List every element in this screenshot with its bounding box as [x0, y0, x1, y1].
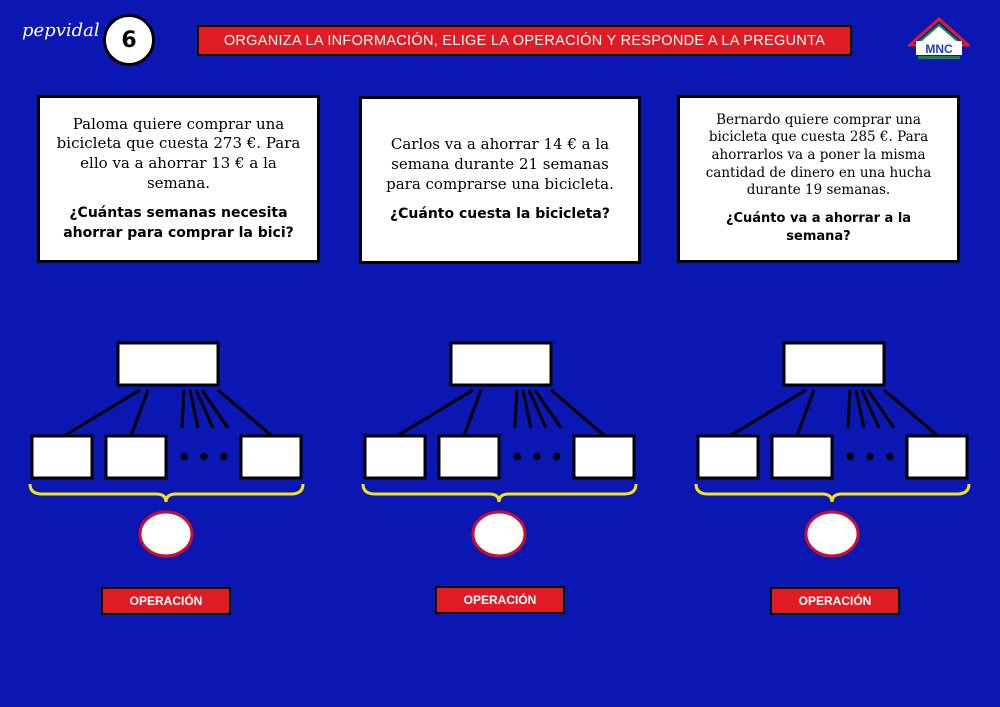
problem-card-2: Carlos va a ahorrar 14 € a la semana dur… [359, 96, 641, 264]
problem-text: Carlos va a ahorrar 14 € a la semana dur… [386, 135, 614, 194]
problem-text: Paloma quiere comprar una bicicleta que … [56, 114, 301, 193]
answer-oval-3[interactable] [804, 510, 860, 558]
connector-line [521, 389, 533, 429]
total-box-1[interactable] [116, 341, 220, 387]
connector-line [217, 388, 273, 438]
curly-brace [28, 483, 305, 503]
ellipsis: • • • [178, 445, 230, 469]
problem-question: ¿Cuántas semanas necesita ahorrar para c… [63, 205, 294, 241]
exercise-number-badge: 6 [103, 14, 155, 66]
ellipsis: • • • [844, 445, 896, 469]
problem-question: ¿Cuánto cuesta la bicicleta? [390, 206, 610, 223]
connector-line [854, 389, 866, 429]
connector-line [729, 388, 807, 438]
connector-line [513, 389, 519, 429]
part-box-2-1[interactable] [363, 434, 427, 480]
answer-oval-2[interactable] [471, 510, 527, 558]
connector-line [883, 388, 939, 438]
mnc-logo: MNC [908, 17, 970, 59]
part-box-2-last[interactable] [572, 434, 636, 480]
operation-label-3: OPERACIÓN [770, 587, 900, 615]
part-box-3-1[interactable] [696, 434, 760, 480]
connector-line [200, 389, 230, 429]
connector-line [527, 389, 548, 429]
problem-text: Bernardo quiere comprar una bicicleta qu… [705, 111, 932, 199]
answer-oval-1[interactable] [138, 510, 194, 558]
connector-line [846, 389, 852, 429]
problem-card-3: Bernardo quiere comprar una bicicleta qu… [677, 95, 960, 263]
connector-line [396, 388, 474, 438]
operation-label-2: OPERACIÓN [435, 586, 565, 614]
connector-line [795, 389, 816, 437]
problem-card-1: Paloma quiere comprar una bicicleta que … [37, 95, 320, 263]
connector-line [180, 389, 186, 429]
connector-line [860, 389, 881, 429]
connector-line [63, 388, 141, 438]
part-box-3-last[interactable] [905, 434, 969, 480]
connector-line [533, 389, 563, 429]
connector-line [188, 389, 200, 429]
part-box-1-1[interactable] [30, 434, 94, 480]
instructions-title: ORGANIZA LA INFORMACIÓN, ELIGE LA OPERAC… [197, 25, 852, 56]
part-box-2-2[interactable] [437, 434, 501, 480]
logo-text: MNC [925, 42, 953, 56]
problem-question: ¿Cuánto va a ahorrar a la semana? [725, 210, 912, 244]
ellipsis: • • • [511, 445, 563, 469]
operation-label-1: OPERACIÓN [101, 587, 231, 615]
curly-brace [694, 483, 971, 503]
connector-line [866, 389, 896, 429]
connector-line [550, 388, 606, 438]
connector-line [129, 389, 150, 437]
curly-brace [361, 483, 638, 503]
part-box-1-last[interactable] [239, 434, 303, 480]
total-box-3[interactable] [782, 341, 886, 387]
connector-line [194, 389, 215, 429]
part-box-3-2[interactable] [770, 434, 834, 480]
part-box-1-2[interactable] [104, 434, 168, 480]
author-signature: pepvidal [22, 20, 100, 41]
total-box-2[interactable] [449, 341, 553, 387]
connector-line [462, 389, 483, 437]
